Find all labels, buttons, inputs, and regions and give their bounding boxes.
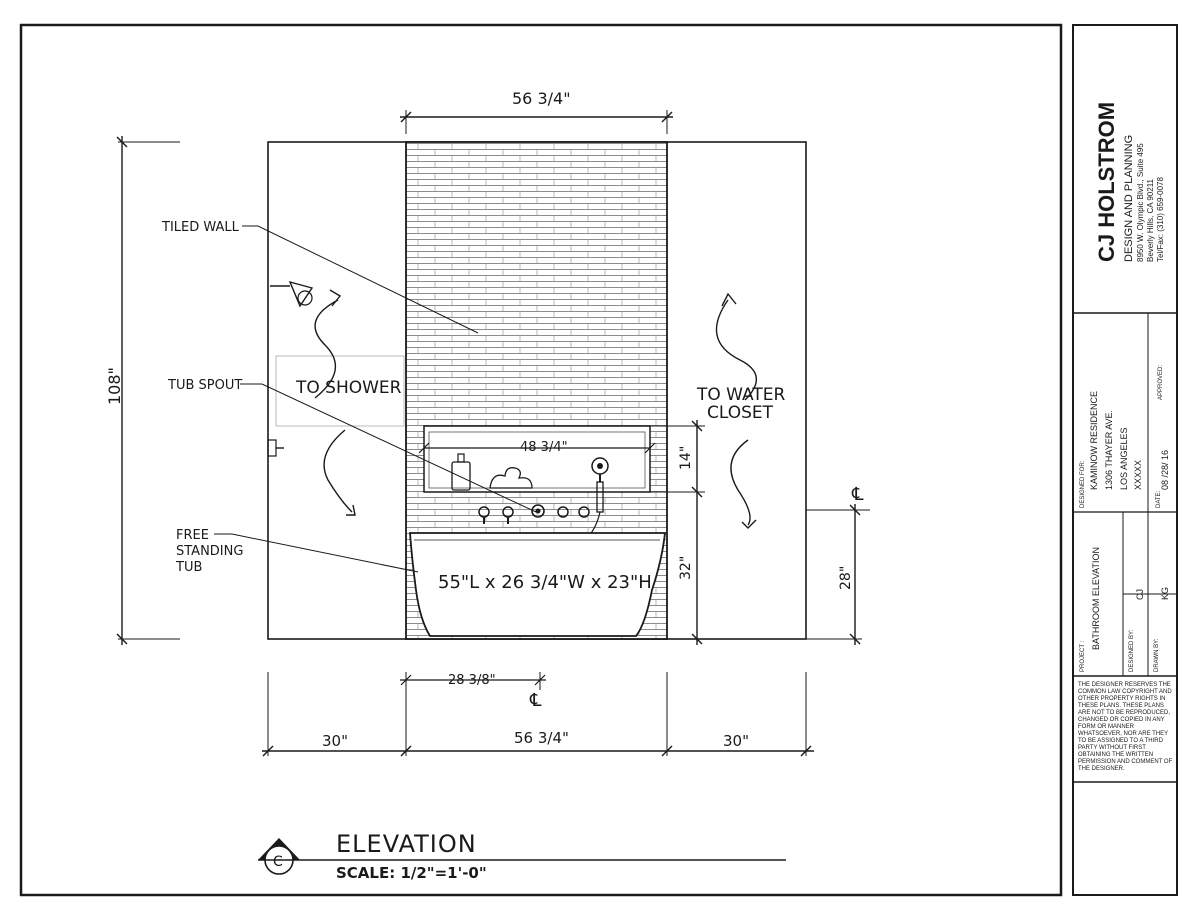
freestanding-tub <box>409 532 667 637</box>
free-label: FREE <box>176 528 209 543</box>
client-name: KAMINOW RESIDENCE <box>1089 391 1099 490</box>
to-shower-label: TO SHOWER <box>295 378 402 398</box>
arrow-to-wc-lower <box>730 439 751 526</box>
svg-text:OBTAINING THE WRITTEN: OBTAINING THE WRITTEN <box>1078 752 1153 758</box>
tub-spout-leader <box>240 383 537 513</box>
copyright-notice: THE DESIGNER RESERVES THE COMMON LAW COP… <box>1078 682 1173 772</box>
project-label: PROJECT : <box>1080 640 1086 672</box>
svg-text:OTHER PROPERTY RIGHTS IN: OTHER PROPERTY RIGHTS IN <box>1078 696 1165 702</box>
arrow-to-shower-upper <box>314 299 339 399</box>
height-dimension <box>116 136 180 645</box>
rubber-duck-icon <box>489 467 533 489</box>
tub-size-label: 55"L x 26 3/4"W x 23"H <box>438 572 652 593</box>
centerline-height-dimension <box>806 504 870 645</box>
tub-label: TUB <box>175 560 202 575</box>
niche-height-label: 14" <box>678 446 694 470</box>
svg-text:THE DESIGNER RESERVES THE: THE DESIGNER RESERVES THE <box>1078 682 1171 688</box>
to-water-closet-label-2: CLOSET <box>707 403 774 423</box>
to-water-closet-label-1: TO WATER <box>696 385 785 405</box>
faucet-valves <box>478 504 590 524</box>
tub-leader <box>214 533 419 573</box>
tub-center-label: 28 3/8" <box>448 673 496 688</box>
svg-text:WHATSOEVER, NOR ARE THEY: WHATSOEVER, NOR ARE THEY <box>1078 731 1168 737</box>
shower-head-icon <box>270 280 314 308</box>
designed-by-value: CJ <box>1135 589 1145 600</box>
date-value: 08 /28/ 16 <box>1160 450 1170 490</box>
tub-spout-label: TUB SPOUT <box>167 378 242 393</box>
tiled-wall-label: TILED WALL <box>161 220 240 235</box>
svg-text:CHANGED OR COPIED IN ANY: CHANGED OR COPIED IN ANY <box>1078 717 1165 723</box>
shower-niche <box>423 425 651 493</box>
bottom-right-label: 30" <box>723 732 749 750</box>
centerline-symbol-bottom: ℄ <box>529 690 542 711</box>
svg-text:FORM OR MANNER: FORM OR MANNER <box>1078 724 1135 730</box>
svg-text:THESE PLANS. THESE PLANS: THESE PLANS. THESE PLANS <box>1078 703 1164 709</box>
bottom-center-label: 56 3/4" <box>514 729 569 747</box>
svg-text:TO BE ASSIGNED TO A THIRD: TO BE ASSIGNED TO A THIRD <box>1078 738 1164 744</box>
date-label: DATE: <box>1156 490 1162 508</box>
shower-valve-icon <box>267 439 284 457</box>
svg-text:PARTY WITHOUT FIRST: PARTY WITHOUT FIRST <box>1078 745 1146 751</box>
client-city: LOS ANGELES <box>1119 427 1129 490</box>
height-label: 108" <box>105 367 124 405</box>
svg-text:PERMISSION AND COMMENT OF: PERMISSION AND COMMENT OF <box>1078 759 1173 765</box>
arrow-to-shower-lower <box>323 429 353 513</box>
tiled-wall-leader <box>242 225 479 334</box>
centerline-symbol-right: ℄ <box>851 484 864 505</box>
niche-height-dimension <box>650 420 705 645</box>
client-street: 1306 THAYER AVE. <box>1104 410 1114 490</box>
top-width-dimension <box>400 110 673 134</box>
firm-address-2: Beverly Hills, CA 90211 <box>1146 178 1155 262</box>
niche-top-height-label: 32" <box>678 556 694 580</box>
niche-width-label: 48 3/4" <box>520 440 568 455</box>
drawing-border <box>19 23 1063 897</box>
soap-bottle-icon <box>451 453 471 491</box>
bottom-left-label: 30" <box>322 732 348 750</box>
top-width-label: 56 3/4" <box>512 89 571 108</box>
firm-subtitle: DESIGN AND PLANNING <box>1123 135 1135 262</box>
elevation-marker-letter: C <box>273 854 283 870</box>
drawn-by-value: KG <box>1160 587 1170 600</box>
niche-width-dimension <box>418 442 656 454</box>
approved-label: APPROVED: <box>1158 365 1164 400</box>
arrow-to-wc-upper <box>715 299 757 401</box>
designed-by-label: DESIGNED BY: <box>1129 629 1135 672</box>
firm-name: CJ HOLSTROM <box>1094 102 1119 262</box>
svg-text:ARE NOT TO BE REPRODUCED,: ARE NOT TO BE REPRODUCED, <box>1078 710 1170 716</box>
drawn-by-label: DRAWN BY: <box>1154 638 1160 672</box>
elevation-scale: SCALE: 1/2"=1'-0" <box>336 864 487 882</box>
firm-phone: Tel/Fax: (310) 659-0078 <box>1156 177 1165 262</box>
designed-for-label: DESIGNED FOR: <box>1080 460 1086 508</box>
client-zip: XXXXX <box>1133 460 1143 490</box>
svg-text:THE DESIGNER.: THE DESIGNER. <box>1078 766 1125 772</box>
svg-text:COMMON LAW COPYRIGHT AND: COMMON LAW COPYRIGHT AND <box>1078 689 1172 695</box>
bottom-dimensions <box>262 672 814 757</box>
standing-label: STANDING <box>176 544 243 559</box>
project-name: BATHROOM ELEVATION <box>1091 547 1101 650</box>
centerline-height-label: 28" <box>838 566 854 590</box>
firm-address-1: 8950 W. Olympic Blvd., Suite 495 <box>1136 143 1145 262</box>
elevation-title: ELEVATION <box>336 830 477 858</box>
title-block-border <box>1072 24 1178 896</box>
